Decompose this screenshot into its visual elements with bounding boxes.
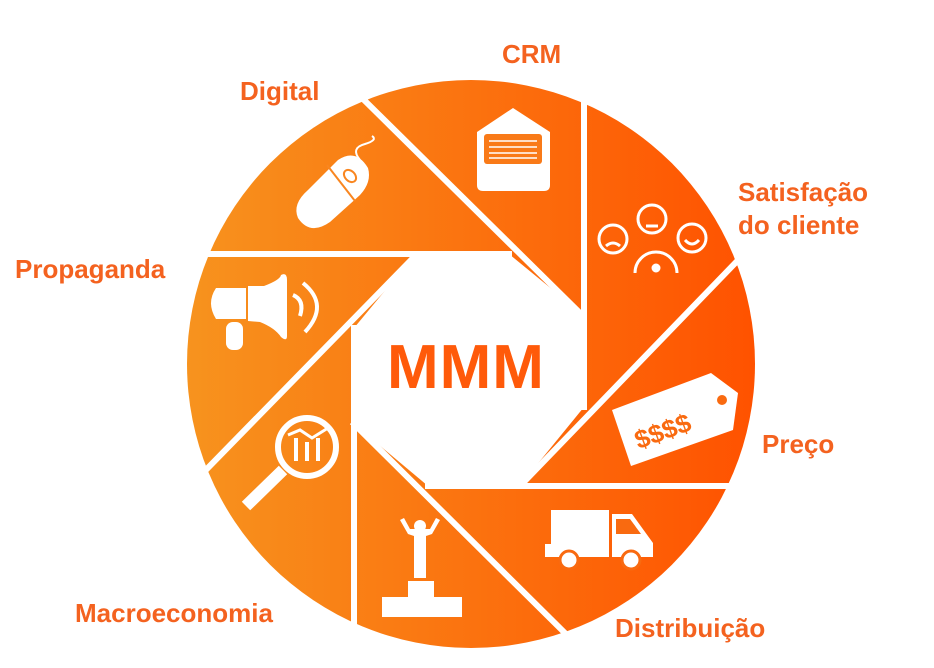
label-propaganda: Propaganda xyxy=(15,254,166,284)
center-title: MMM xyxy=(387,333,545,402)
magnifier-chart-icon xyxy=(241,415,339,511)
blade-dividers xyxy=(197,93,745,647)
podium-person-icon xyxy=(382,518,462,617)
satisfaction-faces-icon xyxy=(597,203,708,274)
aperture-center xyxy=(354,254,584,486)
label-digital: Digital xyxy=(240,76,320,106)
label-distribuicao: Distribuição xyxy=(615,613,766,643)
label-preco: Preço xyxy=(762,429,835,459)
label-satisfacao-line1: Satisfação xyxy=(738,177,869,207)
mouse-icon xyxy=(296,135,375,229)
envelope-icon xyxy=(477,108,550,191)
megaphone-icon xyxy=(211,274,319,350)
truck-icon xyxy=(545,510,653,571)
label-crm: CRM xyxy=(502,39,562,69)
price-tag-icon: $$$$ xyxy=(612,373,738,466)
label-macroeconomia: Macroeconomia xyxy=(75,598,273,628)
label-satisfacao-line2: do cliente xyxy=(738,210,860,240)
